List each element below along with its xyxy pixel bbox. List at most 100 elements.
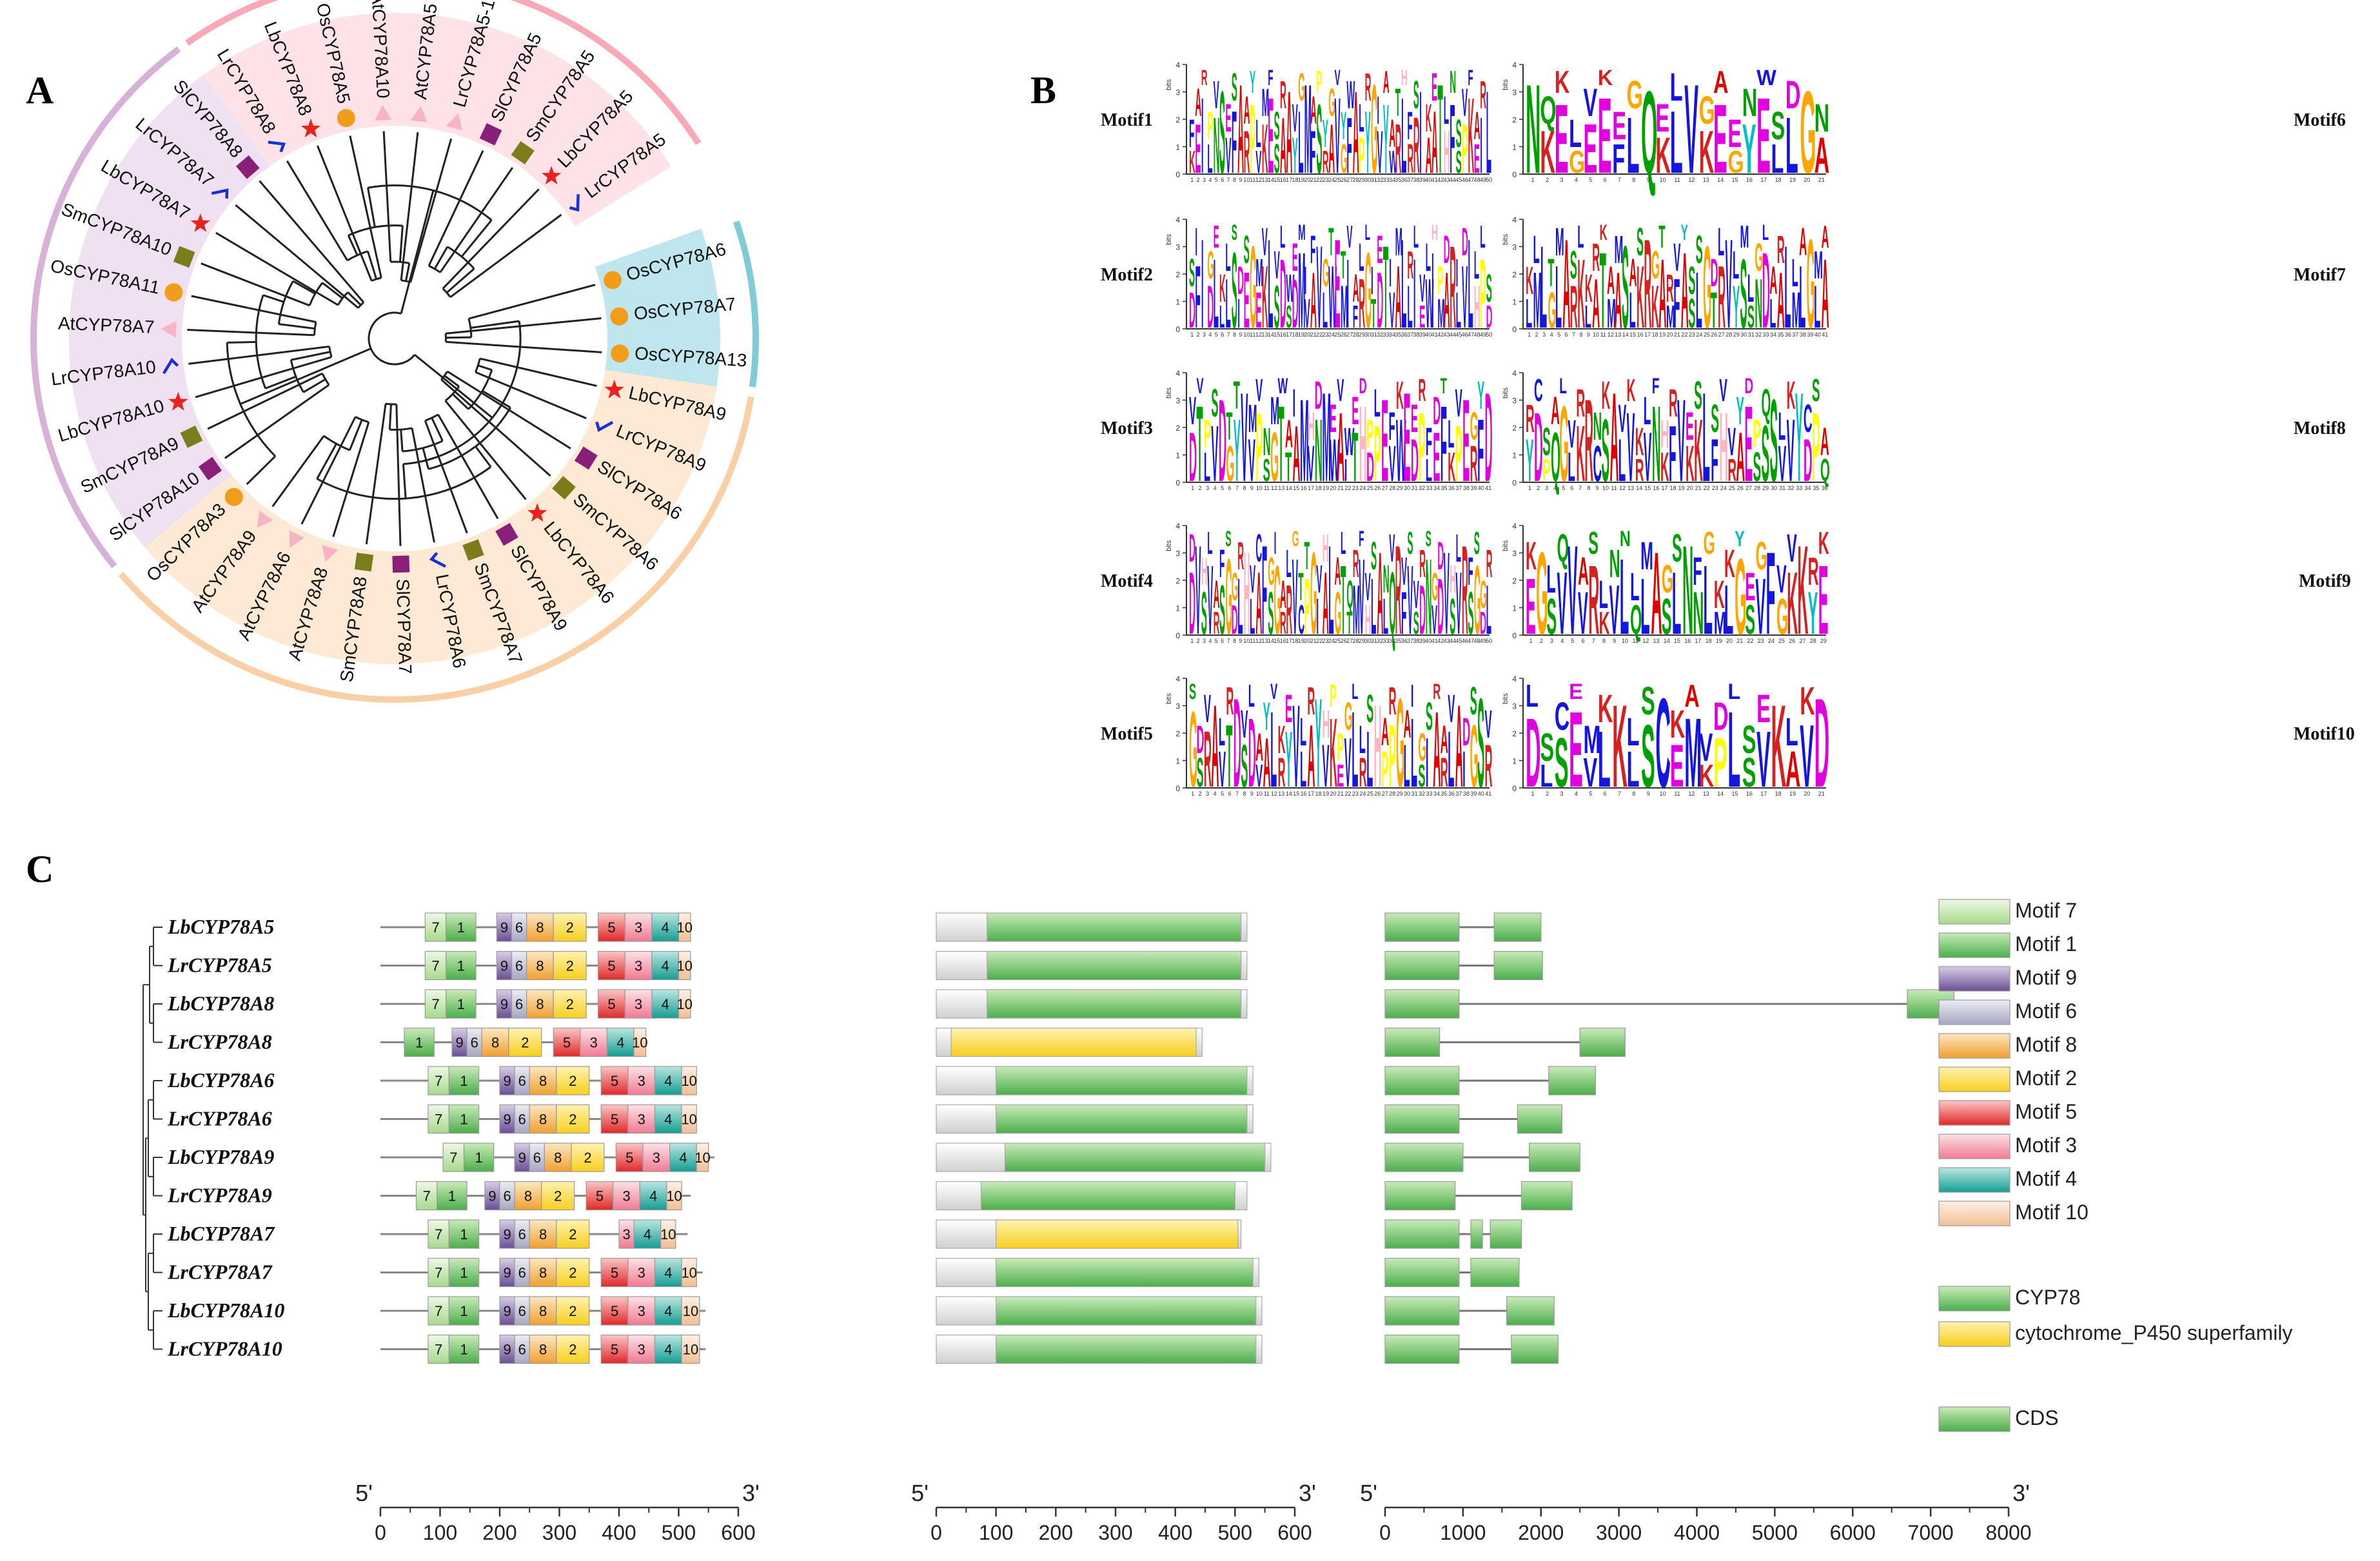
axis-start-label: 5' xyxy=(911,1480,929,1506)
logo-letter: V xyxy=(1462,81,1468,125)
logo-letter: T xyxy=(1226,404,1232,449)
logo-x-tick-label: 8 xyxy=(1233,331,1236,338)
logo-y-unit: bits xyxy=(1165,233,1173,245)
tree-markers xyxy=(161,104,629,573)
logo-x-tick-label: 18 xyxy=(1292,177,1298,183)
logo-letter: D xyxy=(1207,273,1214,341)
logo-letter: A xyxy=(1799,219,1807,264)
logo-letter: P xyxy=(1359,127,1364,184)
species-check-icon xyxy=(162,357,179,375)
gene-name: LrCYP78A10 xyxy=(167,1337,282,1360)
logo-letter: S xyxy=(1426,694,1433,739)
motif-box-label: 2 xyxy=(569,1265,576,1281)
gene-name: LrCYP78A7 xyxy=(167,1261,273,1284)
logo-letter: S xyxy=(1268,580,1274,647)
clade-pink-sector xyxy=(203,12,671,226)
logo-letter: H xyxy=(1444,119,1450,186)
motif-box-label: 3 xyxy=(638,1303,645,1319)
logo-letter: V xyxy=(1359,536,1364,657)
species-circle-icon xyxy=(611,344,629,363)
logo-x-tick-label: 31 xyxy=(1371,331,1377,338)
logo-letter: S xyxy=(1450,588,1455,645)
logo-x-tick-label: 20 xyxy=(1726,638,1733,644)
logo-x-tick-label: 26 xyxy=(1341,177,1347,183)
logo-letter: L xyxy=(1480,219,1485,255)
logo-x-tick-label: 11 xyxy=(1264,485,1270,491)
motif-box-label: 4 xyxy=(649,1188,657,1204)
logo-letter: M xyxy=(1584,718,1601,762)
exon-box xyxy=(1529,1143,1580,1172)
logo-letter: R xyxy=(1286,571,1292,649)
logo-y-tick-label: 4 xyxy=(1175,61,1180,70)
logo-letter: A xyxy=(1785,740,1801,798)
logo-letter: R xyxy=(1584,376,1593,507)
motif-box xyxy=(529,1296,557,1326)
logo-letter: K xyxy=(1627,372,1636,407)
logo-letter: K xyxy=(1189,144,1195,180)
logo-letter: E xyxy=(1419,299,1425,335)
logo-letter: N xyxy=(1609,542,1620,586)
tree-branch xyxy=(302,378,326,393)
logo-x-tick-label: 40 xyxy=(1478,790,1484,797)
exon-tracks xyxy=(1384,912,1954,1364)
logo-letter: I xyxy=(1237,290,1240,337)
logo-letter: L xyxy=(1486,571,1491,649)
logo-x-tick-label: 2 xyxy=(1197,177,1200,183)
logo-x-tick-label: 21 xyxy=(1818,790,1825,797)
logo-x-tick-label: 33 xyxy=(1763,331,1769,338)
logo-x-tick-label: 4 xyxy=(1553,485,1557,491)
logo-letter: F xyxy=(1426,419,1432,464)
logo-x-tick-label: 22 xyxy=(1316,177,1323,183)
logo-x-tick-label: 33 xyxy=(1382,331,1389,338)
exon-box xyxy=(1384,1257,1460,1288)
logo-x-tick-label: 7 xyxy=(1235,790,1239,797)
logo-x-tick-label: 24 xyxy=(1359,485,1366,491)
motif-box xyxy=(529,1334,557,1364)
axis-end-label: 3' xyxy=(2012,1480,2030,1506)
logo-letter: W xyxy=(1346,74,1355,117)
logo-letter: I xyxy=(1426,725,1429,802)
logo-x-tick-label: 5 xyxy=(1221,485,1224,491)
motif-box-label: 3 xyxy=(638,1265,645,1281)
motif-logo-label: Motif3 xyxy=(1101,418,1153,438)
logo-x-tick-label: 27 xyxy=(1799,638,1805,644)
logo-y-tick-label: 3 xyxy=(1175,549,1180,558)
logo-letter: L xyxy=(1225,265,1230,343)
logo-letter: G xyxy=(1341,135,1348,182)
logo-letter: P xyxy=(1480,239,1486,348)
species-check-icon xyxy=(595,420,614,433)
exon-box xyxy=(1384,1334,1460,1364)
tree-branch xyxy=(446,336,471,339)
motif-box xyxy=(448,1334,480,1364)
motif-box xyxy=(448,1066,480,1095)
logo-letter: E xyxy=(1292,236,1298,280)
gene-name: LrCYP78A8 xyxy=(167,1030,272,1054)
motif-box xyxy=(598,950,625,981)
logo-letter: T xyxy=(1371,290,1376,337)
logo-x-tick-label: 12 xyxy=(1608,331,1614,338)
legend-swatch xyxy=(1938,1033,2011,1059)
logo-letter: G xyxy=(1569,144,1585,179)
logo-letter: L xyxy=(1627,740,1640,798)
logo-x-tick-label: 39 xyxy=(1419,638,1426,644)
logo-letter: K xyxy=(1330,699,1337,809)
axis-tick-label: 1000 xyxy=(1440,1521,1486,1544)
logo-y-tick-label: 2 xyxy=(1512,270,1517,279)
logo-x-tick-label: 39 xyxy=(1807,331,1813,338)
logo-letter: K xyxy=(1448,444,1455,490)
logo-letter: L xyxy=(1672,553,1681,653)
logo-letter: L xyxy=(1771,135,1784,182)
logo-letter: S xyxy=(1211,380,1218,426)
logo-x-tick-label: 24 xyxy=(1328,177,1335,183)
logo-letter: G xyxy=(1328,81,1335,125)
legend-label: CDS xyxy=(2015,1406,2059,1429)
logo-letter: H xyxy=(1660,412,1669,457)
logo-x-tick-label: 17 xyxy=(1661,485,1667,491)
tree-branch xyxy=(414,354,493,419)
logo-x-tick-label: 2 xyxy=(1546,790,1549,797)
logo-letter: Y xyxy=(1315,671,1322,814)
tree-branch xyxy=(468,284,596,320)
logo-x-tick-label: 28 xyxy=(1754,485,1760,491)
logo-letter: L xyxy=(1640,562,1649,651)
logo-letter: L xyxy=(1250,588,1255,645)
